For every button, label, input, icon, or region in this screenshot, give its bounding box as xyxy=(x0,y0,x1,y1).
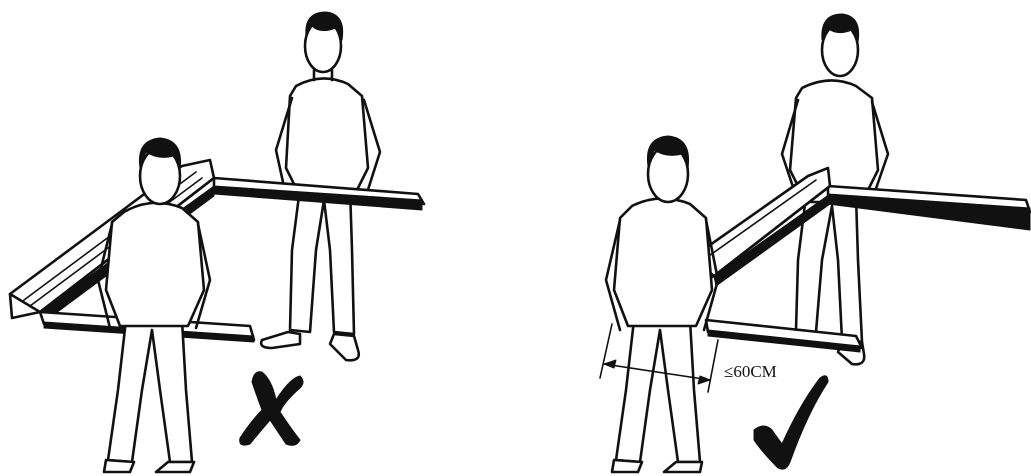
correct-mark xyxy=(754,376,828,469)
wrong-mark xyxy=(240,372,303,446)
correct-carry-panel: ≤60CM xyxy=(600,14,1030,472)
near-rail-right xyxy=(706,320,862,352)
far-rail-right xyxy=(828,186,1030,230)
dimension-label: ≤60CM xyxy=(724,362,777,381)
front-person-right xyxy=(606,136,718,472)
wrong-carry-panel xyxy=(10,12,424,472)
